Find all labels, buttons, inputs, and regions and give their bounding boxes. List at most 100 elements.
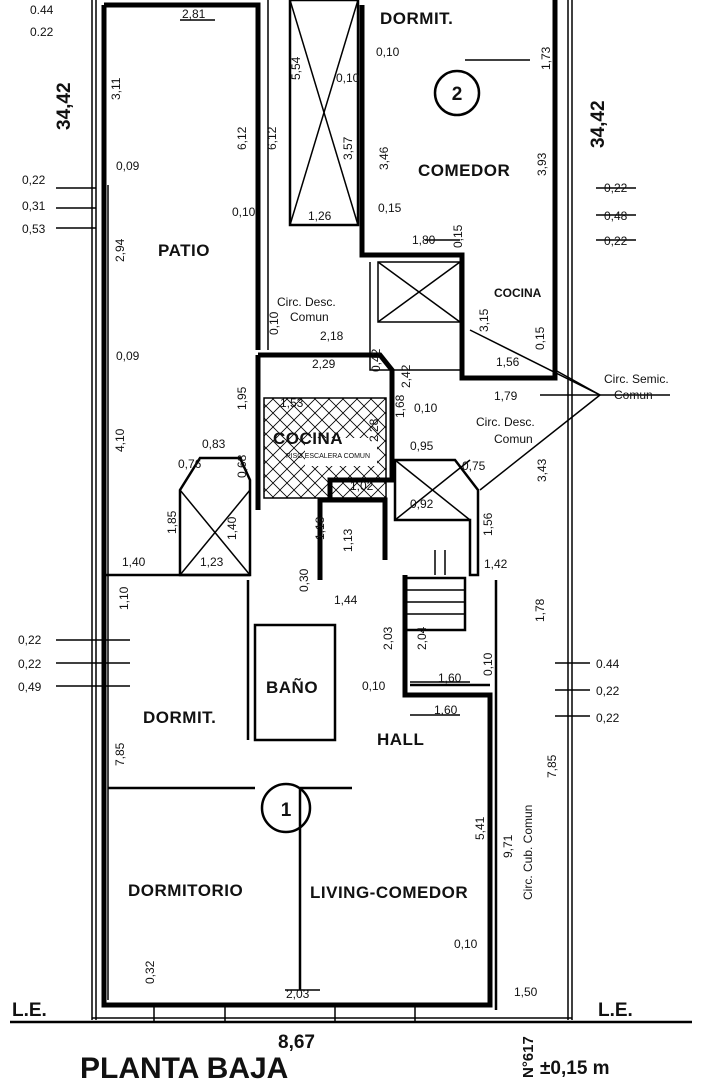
dim-315: 3,15: [477, 308, 491, 332]
label-plan-title: PLANTA BAJA: [80, 1052, 288, 1080]
dim-068: 0,68: [235, 454, 249, 478]
dim-343: 3,43: [535, 458, 549, 482]
dim-022-r3: 0,22: [596, 684, 620, 698]
dim-971: 9,71: [501, 834, 515, 858]
dim-022-r2: 0,22: [604, 234, 628, 248]
dim-044-top: 0.44: [30, 3, 54, 17]
dim-009-a: 0,09: [116, 159, 140, 173]
dim-228: 2,28: [367, 418, 381, 442]
dim-785-right: 7,85: [545, 754, 559, 778]
kitchen-middle: [263, 397, 387, 499]
dim-022-r4: 0,22: [596, 711, 620, 725]
room-dormit-left: DORMIT.: [143, 708, 216, 727]
light-well-right: [393, 458, 480, 577]
dim-346: 3,46: [377, 146, 391, 170]
unit-marker-2: 2: [433, 69, 481, 117]
dim-049-l: 0,49: [18, 680, 42, 694]
dim-156: 1,56: [496, 355, 520, 369]
room-dormit-top: DORMIT.: [380, 9, 453, 28]
room-patio: PATIO: [158, 241, 210, 260]
label-total-length-left: 34,42: [54, 82, 75, 130]
label-circ-desc-right-2: Comun: [494, 432, 533, 446]
dim-229: 2,29: [312, 357, 336, 371]
kitchen-top-right: [369, 261, 462, 371]
unit-1-number: 1: [281, 800, 292, 821]
dim-009-b: 0,09: [116, 349, 140, 363]
dim-010-f: 0,10: [362, 679, 386, 693]
interior-walls: [104, 185, 490, 1022]
dim-311: 3,11: [109, 77, 123, 100]
label-total-length-right: 34,42: [588, 100, 609, 148]
dim-178: 1,78: [533, 598, 547, 622]
unit-2-number: 2: [452, 84, 463, 105]
dim-022-top: 0.22: [30, 25, 54, 39]
dim-153: 1,53: [280, 396, 304, 410]
dim-044-r: 0.44: [596, 657, 620, 671]
dim-203b: 2,03: [286, 987, 310, 1001]
dim-075: 0,75: [462, 459, 486, 473]
dim-031-l: 0,31: [22, 199, 46, 213]
dim-140-a: 1,40: [225, 516, 239, 540]
dim-144: 1,44: [334, 593, 358, 607]
dim-022-r1: 0,22: [604, 181, 628, 195]
room-dormitorio: DORMITORIO: [128, 881, 243, 900]
dim-022-l2: 0,22: [18, 633, 42, 647]
dim-010-top: 0,10: [376, 45, 400, 59]
label-total-width: 8,67: [278, 1032, 315, 1053]
dim-010-e: 0,10: [481, 652, 495, 676]
dim-015-c: 0,15: [533, 326, 547, 350]
dim-281: 2,81: [182, 7, 206, 21]
dim-204: 2,04: [415, 626, 429, 650]
dim-541: 5,41: [473, 816, 487, 840]
dim-010-b: 0,10: [232, 205, 256, 219]
dim-015-a: 0,15: [378, 201, 402, 215]
dim-118: 1,18: [313, 516, 327, 540]
dim-179: 1,79: [494, 389, 518, 403]
room-comedor: COMEDOR: [418, 161, 510, 180]
dim-218: 2,18: [320, 329, 344, 343]
dim-150: 1,50: [514, 985, 538, 999]
dim-032: 0,32: [143, 960, 157, 984]
dim-092: 0,92: [410, 497, 434, 511]
dimension-labels: 0.44 0.22 2,81 3,11 0,09 6,12 6,12 5,54 …: [18, 3, 628, 1001]
dim-140-b: 1,40: [122, 555, 146, 569]
staircase: [403, 550, 467, 632]
dim-160-b: 1,60: [434, 703, 458, 717]
dim-242: 2,42: [399, 364, 413, 388]
room-cocina-mid: COCINA: [273, 429, 343, 448]
label-circ-desc-right-1: Circ. Desc.: [476, 415, 535, 429]
dim-195: 1,95: [235, 386, 249, 410]
lot-boundary: [10, 0, 692, 1024]
dim-185: 1,85: [165, 510, 179, 534]
room-living-comedor: LIVING-COMEDOR: [310, 883, 468, 902]
label-circ-desc-left-1: Circ. Desc.: [277, 295, 336, 309]
label-street-number: N°617: [520, 1036, 537, 1078]
dim-203: 2,03: [381, 626, 395, 650]
dim-095: 0,95: [410, 439, 434, 453]
dim-142: 1,42: [484, 557, 508, 571]
dim-010-d: 0,10: [414, 401, 438, 415]
unit-marker-1: 1: [260, 782, 312, 834]
label-circ-cub-comun: Circ. Cub. Comun: [521, 805, 535, 900]
dim-110: 1,10: [117, 586, 131, 610]
label-circ-semic-2: Comun: [614, 388, 653, 402]
room-bano: BAÑO: [266, 677, 318, 697]
dim-113: 1,13: [341, 528, 355, 552]
exterior-walls: [101, 0, 558, 1010]
dim-554: 5,54: [289, 56, 303, 80]
dim-294: 2,94: [113, 238, 127, 262]
room-cocina-top: COCINA: [494, 286, 542, 300]
dim-083: 0,83: [202, 437, 226, 451]
label-le-right: L.E.: [598, 1000, 633, 1021]
dim-785-left: 7,85: [113, 742, 127, 766]
dim-168: 1,68: [393, 394, 407, 418]
dim-126: 1,26: [308, 209, 332, 223]
dim-022-l1: 0,22: [22, 173, 46, 187]
light-shaft-top: [267, 0, 360, 350]
dim-160-a: 1,60: [438, 671, 462, 685]
dim-010-g: 0,10: [454, 937, 478, 951]
dim-076: 0,76: [178, 457, 202, 471]
dim-048-r: 0,48: [604, 209, 628, 223]
dim-010-a: 0,10: [336, 71, 360, 85]
dim-173: 1,73: [539, 46, 553, 70]
